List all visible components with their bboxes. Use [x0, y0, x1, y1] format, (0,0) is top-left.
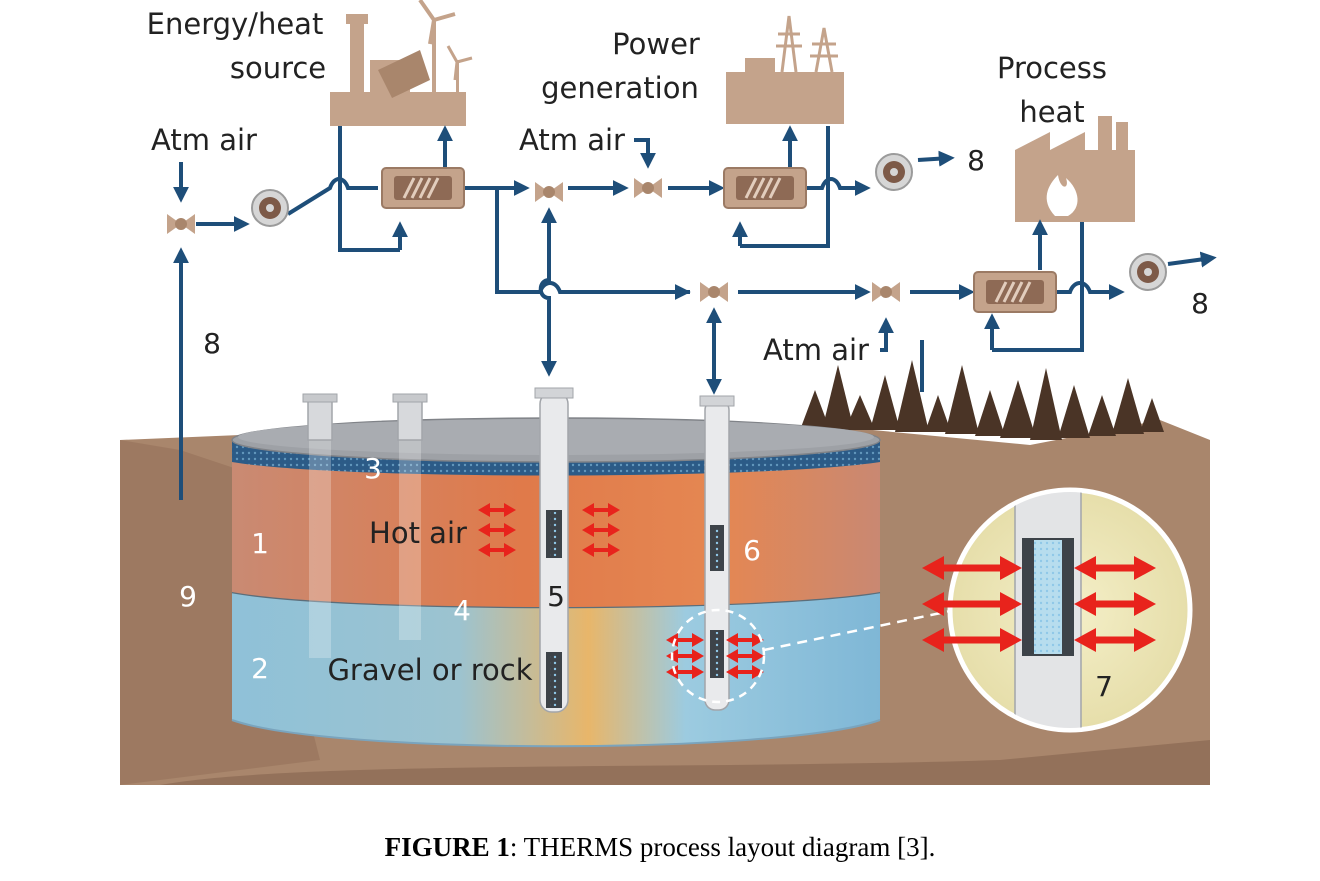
label-6: 6	[743, 534, 761, 567]
fan-power-exhaust	[875, 153, 913, 191]
storage-tank	[231, 387, 956, 748]
valve-atm-process	[872, 282, 900, 302]
label-2: 2	[251, 652, 269, 685]
heat-exchanger-charge	[380, 166, 466, 210]
label-8-top: 8	[967, 144, 985, 177]
valve-branch	[700, 282, 728, 302]
valve-main	[535, 182, 563, 202]
extraction-pipe-6	[699, 395, 735, 711]
fan-process-exhaust	[1129, 253, 1167, 291]
label-9: 9	[179, 580, 197, 613]
label-8-right: 8	[1191, 287, 1209, 320]
power-generation-label-line1: Power	[612, 27, 700, 61]
energy-source-facility	[330, 0, 473, 126]
atm-air-label-left: Atm air	[151, 123, 257, 157]
energy-source-label-line2: source	[230, 51, 326, 85]
process-heat-label-line1: Process	[997, 51, 1107, 85]
heat-exchanger-power	[722, 166, 808, 210]
label-1: 1	[251, 527, 269, 560]
gravel-or-rock-label: Gravel or rock	[327, 653, 532, 687]
figure-caption: FIGURE 1: THERMS process layout diagram …	[0, 832, 1320, 863]
heat-exchanger-process	[972, 270, 1058, 314]
label-8-left: 8	[203, 327, 221, 360]
pipe-network	[173, 125, 1217, 500]
label-5: 5	[547, 580, 565, 613]
inactive-pipe-left	[302, 393, 338, 658]
label-4: 4	[453, 594, 471, 627]
label-7: 7	[1095, 670, 1113, 703]
zoom-detail-7	[922, 487, 1193, 733]
figure-number: FIGURE 1	[384, 832, 510, 862]
injection-pipe-5	[534, 387, 574, 713]
zoom-arrows	[922, 556, 1156, 652]
zoom-connector	[763, 608, 956, 652]
energy-source-label-line1: Energy/heat	[147, 7, 324, 41]
fan-intake	[251, 189, 289, 227]
atm-air-label-right: Atm air	[763, 333, 869, 367]
valve-intake	[167, 214, 195, 234]
process-heat-label-line2: heat	[1019, 95, 1084, 129]
figure-caption-text: : THERMS process layout diagram [3].	[509, 832, 936, 862]
inactive-pipe-middle	[392, 393, 428, 640]
label-3: 3	[364, 452, 382, 485]
tree-line	[800, 360, 1164, 440]
valve-atm-power	[634, 178, 662, 198]
zoom-source-marker	[670, 608, 766, 704]
power-generation-facility	[726, 15, 844, 124]
power-generation-label-line2: generation	[541, 71, 699, 105]
hot-air-label: Hot air	[369, 516, 467, 550]
atm-air-label-middle: Atm air	[519, 123, 625, 157]
process-heat-facility	[1015, 116, 1135, 222]
soil-bottom	[160, 740, 1210, 785]
